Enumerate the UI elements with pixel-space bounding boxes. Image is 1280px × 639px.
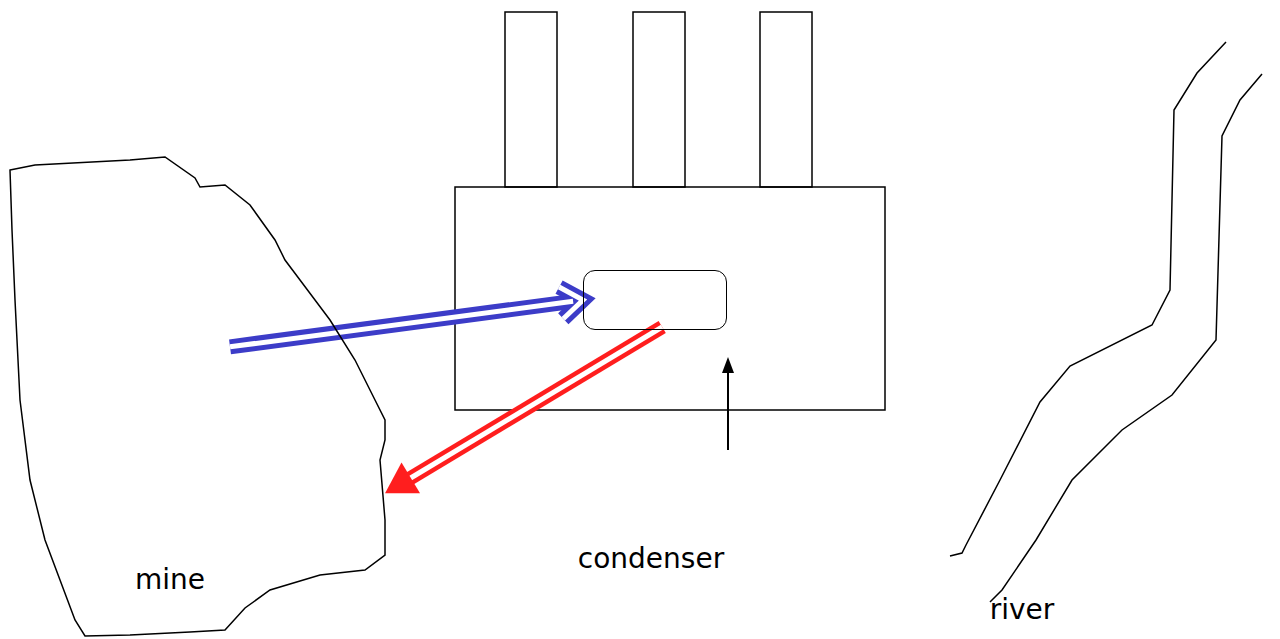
river-bank <box>950 42 1226 556</box>
chimney <box>505 12 557 187</box>
arrow-shaft <box>407 327 662 480</box>
chimney <box>633 12 685 187</box>
mine-region: mine <box>10 155 390 637</box>
arrow-shaft-gap <box>407 327 662 480</box>
flow-arrow <box>385 327 662 493</box>
arrow-head-gap <box>559 287 583 319</box>
chimney <box>760 12 812 187</box>
condenser-box: condenser <box>583 270 727 330</box>
arrow-shaft <box>230 301 573 347</box>
part-label: condenser <box>578 542 724 576</box>
leader-arrow <box>722 357 734 450</box>
flow-arrow <box>230 287 583 347</box>
river-bank <box>990 74 1262 602</box>
place-label: river <box>990 593 1055 627</box>
mine-outline-path <box>10 157 385 636</box>
region-label: mine <box>135 563 205 597</box>
arrow-shaft-gap <box>230 301 573 347</box>
arrow-head <box>385 462 420 493</box>
plant-building <box>455 187 885 410</box>
